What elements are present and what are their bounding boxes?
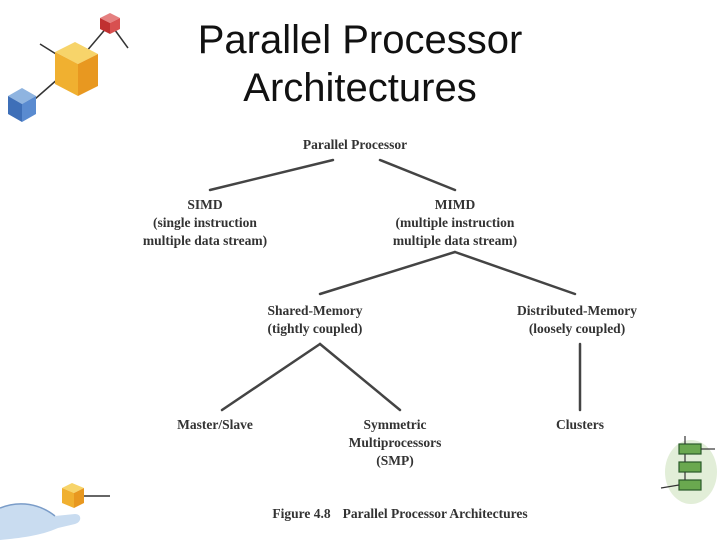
node-clusters-label: Clusters	[556, 417, 604, 432]
slide-title-line-1: Parallel Processor	[197, 18, 523, 62]
cubes-network-clipart-icon	[8, 13, 129, 122]
edge-shared-smp	[318, 342, 402, 412]
slide-title-line-2: Architectures	[243, 66, 477, 110]
node-simd-line-1: SIMD	[187, 197, 223, 212]
node-mimd: MIMD (multiple instruction multiple data…	[355, 196, 555, 250]
figure-number: Figure 4.8	[272, 506, 331, 521]
node-mimd-line-2: (multiple instruction	[395, 215, 515, 230]
node-mimd-line-3: multiple data stream)	[392, 233, 518, 248]
node-shared-memory: Shared-Memory (tightly coupled)	[240, 302, 390, 338]
node-distributed-memory: Distributed-Memory (loosely coupled)	[497, 302, 657, 338]
node-simd-line-2: (single instruction	[153, 215, 257, 230]
edge-shared-masterslave	[220, 342, 322, 412]
edge-root-mimd	[378, 158, 457, 192]
edge-root-simd	[208, 158, 335, 192]
stacked-boxes-clipart-icon	[660, 436, 717, 504]
node-simd-line-3: multiple data stream)	[142, 233, 268, 248]
node-master-slave: Master/Slave	[155, 416, 275, 434]
node-simd: SIMD (single instruction multiple data s…	[115, 196, 295, 250]
node-shared-memory-line-2: (tightly coupled)	[267, 321, 363, 336]
node-parallel-processor-label: Parallel Processor	[302, 137, 408, 152]
node-smp-line-2: Multiprocessors	[348, 435, 442, 450]
node-smp-line-3: (SMP)	[376, 453, 414, 468]
node-distributed-memory-line-2: (loosely coupled)	[528, 321, 626, 336]
node-distributed-memory-line-1: Distributed-Memory	[517, 303, 637, 318]
node-shared-memory-line-1: Shared-Memory	[267, 303, 363, 318]
node-smp-line-1: Symmetric	[363, 417, 427, 432]
figure-caption-text: Parallel Processor Architectures	[342, 506, 528, 521]
slide-title: Parallel Processor Architectures	[140, 16, 580, 112]
edge-mimd-shared	[318, 250, 457, 296]
node-clusters: Clusters	[530, 416, 630, 434]
node-parallel-processor: Parallel Processor	[255, 136, 455, 154]
node-smp: Symmetric Multiprocessors (SMP)	[330, 416, 460, 470]
edge-mimd-distributed	[453, 250, 577, 296]
node-mimd-line-1: MIMD	[434, 197, 476, 212]
hand-holding-cube-clipart-icon	[0, 483, 110, 540]
figure-caption: Figure 4.8 Parallel Processor Architectur…	[200, 506, 600, 522]
node-master-slave-label: Master/Slave	[177, 417, 253, 432]
